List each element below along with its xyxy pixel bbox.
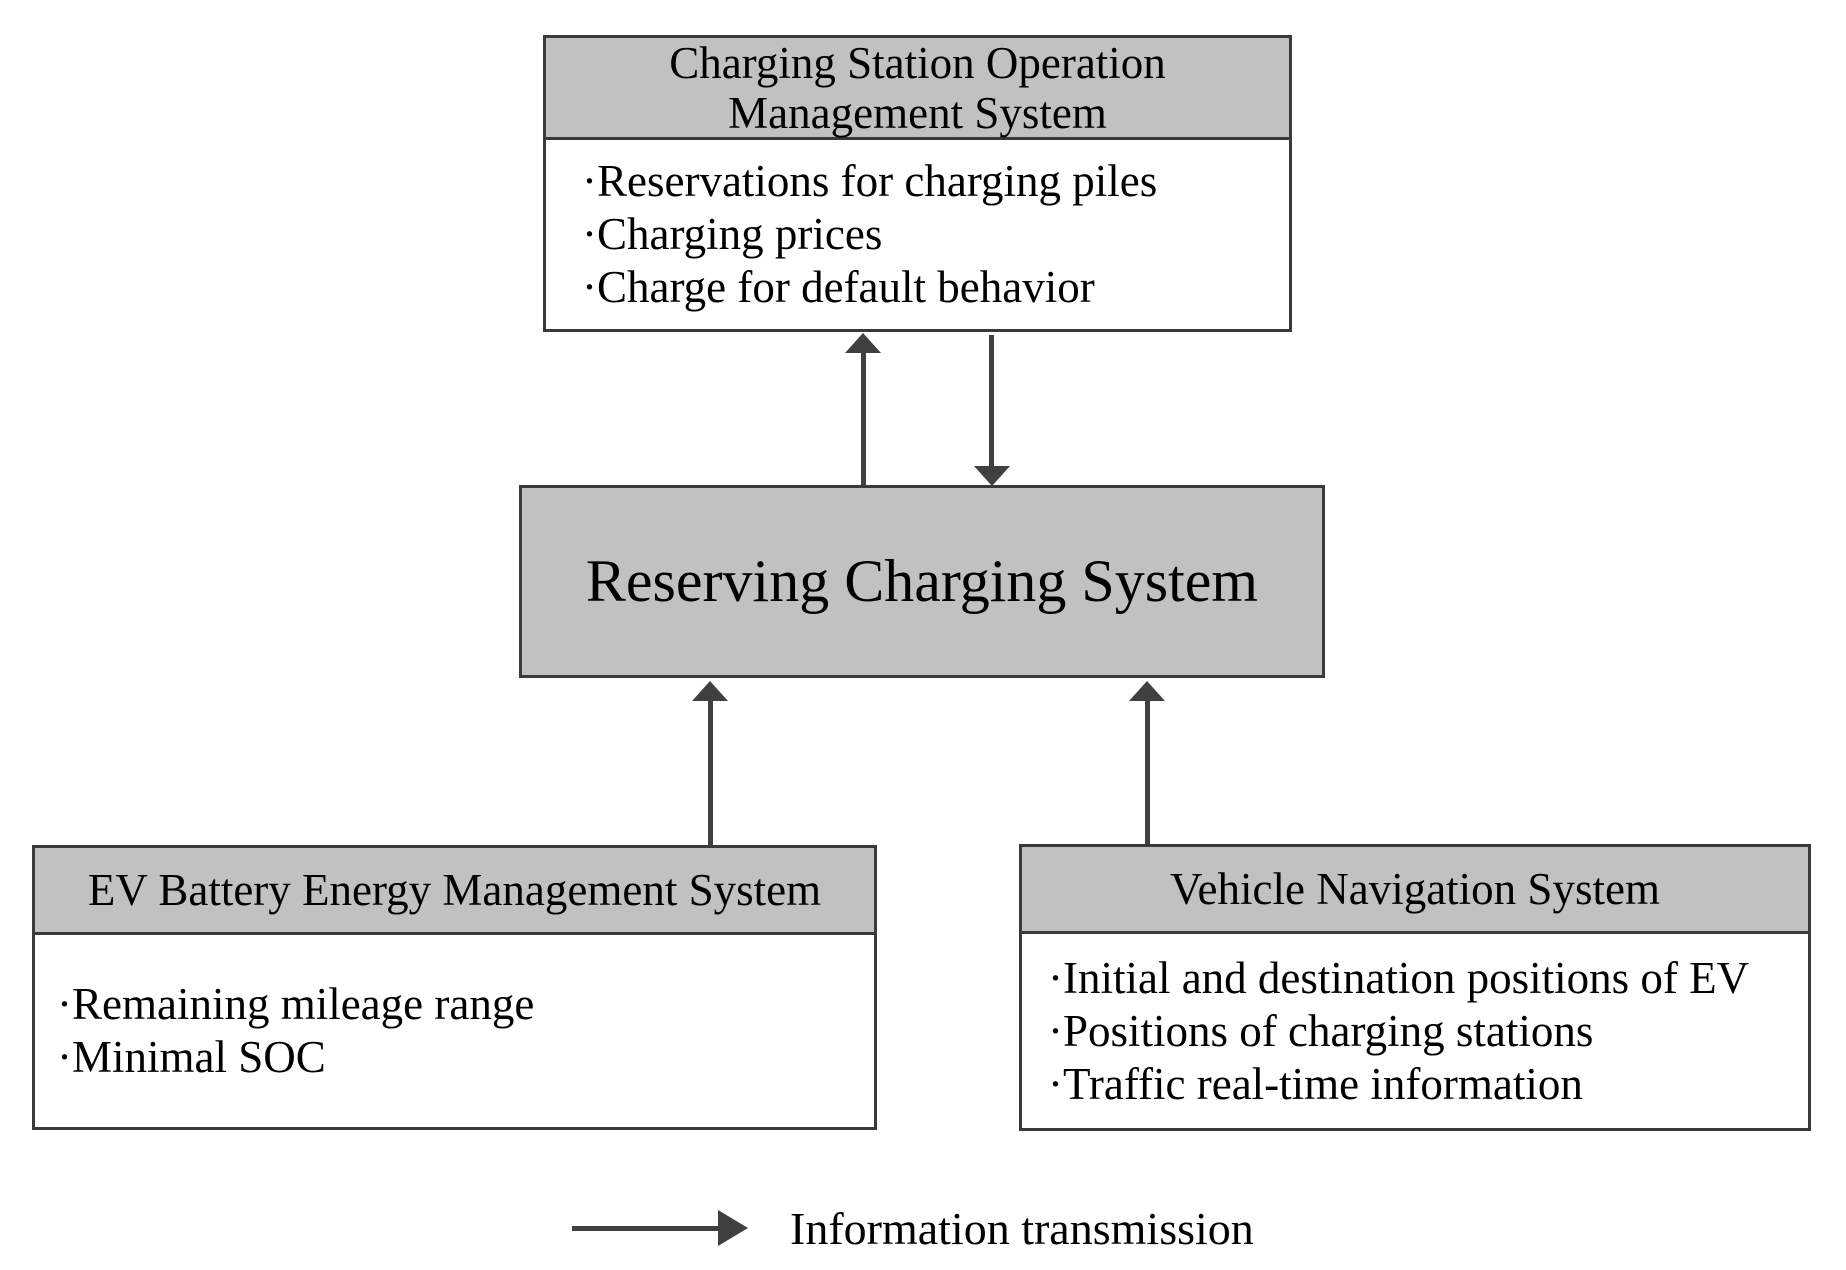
station-management-box-body: ·Reservations for charging piles ·Chargi… — [546, 140, 1289, 329]
arrow-shaft — [708, 700, 713, 845]
arrow-head-icon — [845, 333, 881, 353]
arrow-shaft — [861, 352, 866, 485]
arrow-shaft — [989, 335, 994, 466]
bullet-item: ·Minimal SOC — [57, 1032, 326, 1082]
reserving-charging-system-box: Reserving Charging System — [519, 485, 1325, 678]
bullet-item: ·Reservations for charging piles — [582, 156, 1158, 206]
legend: Information transmission — [572, 1200, 1254, 1256]
vehicle-navigation-box-body: ·Initial and destination positions of EV… — [1022, 934, 1808, 1128]
vehicle-navigation-box: Vehicle Navigation System ·Initial and d… — [1019, 844, 1811, 1131]
ev-battery-box-body: ·Remaining mileage range ·Minimal SOC — [35, 935, 874, 1127]
arrow-head-icon — [692, 681, 728, 701]
ev-battery-box-title: EV Battery Energy Management System — [87, 865, 822, 915]
vehicle-navigation-box-title: Vehicle Navigation System — [1170, 864, 1660, 914]
arrow-head-icon — [1129, 681, 1165, 701]
legend-label: Information transmission — [790, 1202, 1254, 1254]
station-management-box-header: Charging Station Operation Management Sy… — [546, 38, 1289, 140]
ev-battery-box: EV Battery Energy Management System ·Rem… — [32, 845, 877, 1130]
bullet-item: ·Traffic real-time information — [1048, 1058, 1583, 1109]
ev-battery-box-header: EV Battery Energy Management System — [35, 848, 874, 935]
arrow-shaft — [1145, 700, 1150, 844]
legend-arrow-head-icon — [718, 1210, 748, 1246]
station-management-box: Charging Station Operation Management Sy… — [543, 35, 1292, 332]
reserving-charging-system-title: Reserving Charging System — [585, 548, 1259, 614]
bullet-item: ·Charging prices — [582, 209, 883, 259]
bullet-item: ·Positions of charging stations — [1048, 1005, 1594, 1056]
bullet-item: ·Charge for default behavior — [582, 262, 1095, 312]
bullet-item: ·Initial and destination positions of EV — [1048, 952, 1750, 1003]
legend-arrow-icon — [572, 1225, 718, 1231]
arrow-head-icon — [974, 466, 1010, 486]
bullet-item: ·Remaining mileage range — [57, 979, 535, 1029]
station-management-box-title: Charging Station Operation Management Sy… — [669, 37, 1166, 138]
vehicle-navigation-box-header: Vehicle Navigation System — [1022, 847, 1808, 934]
